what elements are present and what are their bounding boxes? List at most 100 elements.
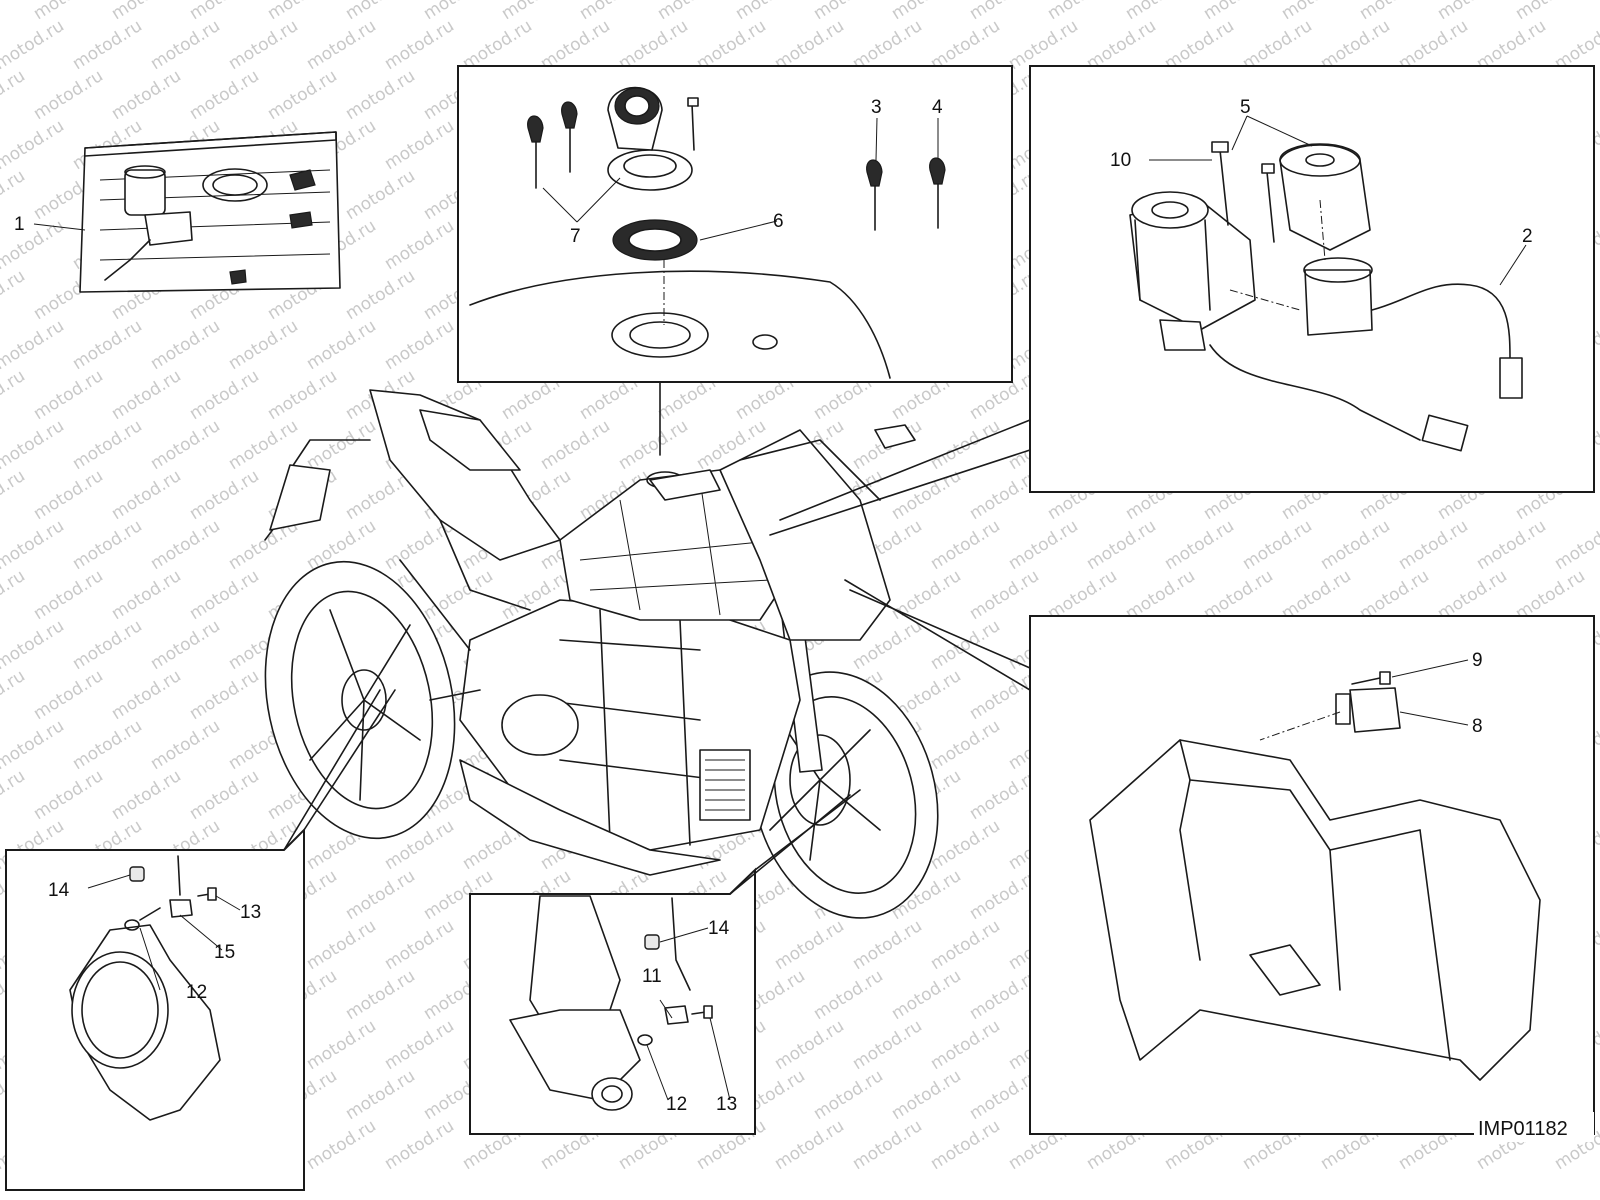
- callout-13: 13: [240, 902, 261, 923]
- watermark-text: motod.ru: [1356, 0, 1433, 24]
- watermark-text: motod.ru: [0, 666, 29, 724]
- callout-12: 12: [666, 1094, 687, 1115]
- zoom-leaders: [283, 381, 1031, 895]
- watermark-text: motod.ru: [1239, 516, 1316, 574]
- ignition-switch-detail: [1129, 141, 1523, 452]
- fuel-cap-detail: [469, 86, 946, 379]
- panel-fuel-cap: [457, 65, 1013, 383]
- watermark-text: motod.ru: [810, 0, 887, 24]
- watermark-text: motod.ru: [1005, 516, 1082, 574]
- watermark-text: motod.ru: [1395, 516, 1472, 574]
- watermark-text: motod.ru: [30, 366, 107, 424]
- watermark-text: motod.ru: [186, 466, 263, 524]
- watermark-text: motod.ru: [654, 0, 731, 24]
- watermark-text: motod.ru: [1278, 0, 1355, 24]
- watermark-text: motod.ru: [264, 0, 341, 24]
- watermark-text: motod.ru: [0, 716, 68, 774]
- watermark-text: motod.ru: [186, 766, 263, 824]
- watermark-text: motod.ru: [888, 966, 965, 1024]
- watermark-text: motod.ru: [0, 566, 29, 624]
- watermark-text: motod.ru: [0, 16, 68, 74]
- watermark-text: motod.ru: [147, 416, 224, 474]
- watermark-text: motod.ru: [966, 0, 1043, 24]
- callout-7: 7: [570, 226, 581, 247]
- rear-sensor-detail: [69, 855, 221, 1121]
- callout-14: 14: [708, 918, 730, 939]
- watermark-text: motod.ru: [108, 566, 185, 624]
- watermark-text: motod.ru: [1317, 516, 1394, 574]
- watermark-text: motod.ru: [771, 1116, 848, 1174]
- watermark-text: motod.ru: [30, 0, 107, 24]
- watermark-text: motod.ru: [186, 66, 263, 124]
- watermark-text: motod.ru: [0, 266, 29, 324]
- drawing-code-box: [1474, 1112, 1594, 1142]
- watermark-text: motod.ru: [303, 416, 380, 474]
- watermark-text: motod.ru: [888, 0, 965, 24]
- watermark-text: motod.ru: [69, 516, 146, 574]
- drawing-code: IMP01182: [1478, 1118, 1568, 1140]
- watermark-text: motod.ru: [1512, 0, 1589, 24]
- watermark-text: motod.ru: [1551, 516, 1600, 574]
- watermark-text: motod.ru: [1161, 516, 1238, 574]
- watermark-text: motod.ru: [771, 916, 848, 974]
- callout-labels: 1 2 3 4 5 6 7 8 9 10 11 12 12 13 13 14 1…: [14, 97, 1533, 1115]
- watermark-text: motod.ru: [108, 66, 185, 124]
- watermark-text: motod.ru: [381, 116, 458, 174]
- watermark-text: motod.ru: [342, 866, 419, 924]
- watermark-text: motod.ru: [108, 766, 185, 824]
- watermark-text: motod.ru: [927, 616, 1004, 674]
- watermark-text: motod.ru: [420, 0, 497, 24]
- watermark-text: motod.ru: [69, 416, 146, 474]
- front-sensor-detail: [509, 895, 713, 1111]
- watermark-text: motod.ru: [849, 916, 926, 974]
- watermark-text: motod.ru: [303, 916, 380, 974]
- watermark-text: motod.ru: [69, 716, 146, 774]
- watermark-text: motod.ru: [342, 166, 419, 224]
- watermark-text: motod.ru: [147, 716, 224, 774]
- watermark-text: motod.ru: [0, 616, 68, 674]
- watermark-text: motod.ru: [30, 566, 107, 624]
- watermark-text: motod.ru: [342, 1066, 419, 1124]
- key-icon: [866, 159, 883, 231]
- watermark-text: motod.ru: [0, 366, 29, 424]
- watermark-text: motod.ru: [69, 16, 146, 74]
- watermark-text: motod.ru: [30, 66, 107, 124]
- watermark-text: motod.ru: [1122, 0, 1199, 24]
- watermark-text: motod.ru: [0, 766, 29, 824]
- watermark-text: motod.ru: [1473, 516, 1550, 574]
- watermark-text: motod.ru: [381, 216, 458, 274]
- watermark-text: motod.ru: [0, 66, 29, 124]
- callout-9: 9: [1472, 650, 1483, 671]
- callout-3: 3: [871, 97, 882, 118]
- watermark-text: motod.ru: [186, 566, 263, 624]
- callout-11: 11: [642, 966, 662, 987]
- watermark-text: motod.ru: [225, 316, 302, 374]
- watermark-text: motod.ru: [810, 1066, 887, 1124]
- watermark-text: motod.ru: [927, 516, 1004, 574]
- watermark-text: motod.ru: [576, 0, 653, 24]
- watermark-text: motod.ru: [381, 916, 458, 974]
- watermark-text: motod.ru: [30, 666, 107, 724]
- watermark-text: motod.ru: [927, 1116, 1004, 1174]
- watermark-text: motod.ru: [303, 316, 380, 374]
- callout-4: 4: [932, 97, 943, 118]
- watermark-text: motod.ru: [1083, 516, 1160, 574]
- watermark-text: motod.ru: [147, 16, 224, 74]
- callout-5: 5: [1240, 97, 1251, 118]
- motorcycle-overview: [264, 389, 939, 919]
- watermark-text: motod.ru: [1200, 0, 1277, 24]
- callout-12: 12: [186, 982, 207, 1003]
- callout-1: 1: [14, 214, 25, 235]
- callout-15: 15: [214, 942, 235, 963]
- watermark-text: motod.ru: [0, 116, 68, 174]
- watermark-text: motod.ru: [342, 66, 419, 124]
- watermark-text: motod.ru: [849, 1116, 926, 1174]
- watermark-text: motod.ru: [615, 416, 692, 474]
- watermark-text: motod.ru: [888, 566, 965, 624]
- watermark-text: motod.ru: [108, 466, 185, 524]
- callout-8: 8: [1472, 716, 1483, 737]
- callout-10: 10: [1110, 150, 1131, 171]
- antenna-detail: [1089, 671, 1541, 1081]
- watermark-text: motod.ru: [927, 716, 1004, 774]
- callout-leaders: [33, 115, 1527, 1101]
